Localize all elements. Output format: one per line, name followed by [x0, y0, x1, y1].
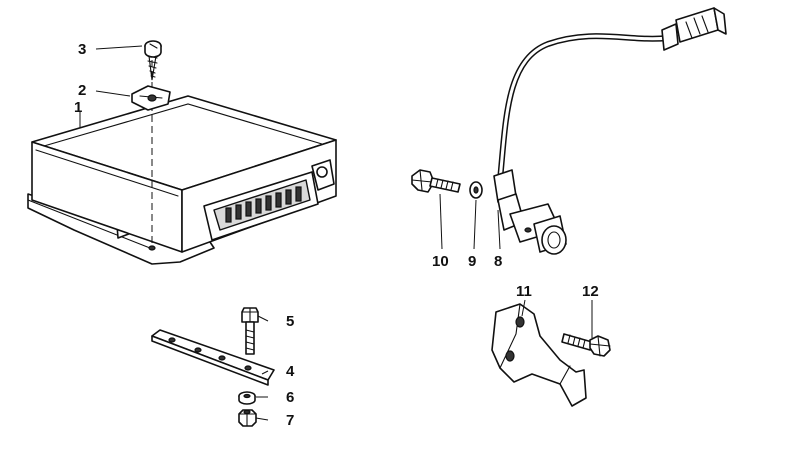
hex-bolt-strap[interactable]: [241, 307, 259, 355]
callout-9: 9: [468, 253, 476, 270]
callout-6: 6: [286, 389, 294, 406]
callout-4: 4: [286, 363, 295, 380]
callout-1: 1: [74, 99, 82, 116]
hex-bolt-sensor[interactable]: [411, 169, 461, 193]
mounting-clip[interactable]: [131, 85, 171, 111]
hex-nut-strap[interactable]: [238, 409, 257, 427]
callout-5: 5: [286, 313, 294, 330]
callout-8: 8: [494, 253, 502, 270]
connector-pins: [225, 186, 302, 223]
callout-2: 2: [78, 82, 86, 99]
mounting-strap[interactable]: [151, 329, 275, 386]
leader-lines: [79, 45, 593, 421]
callout-7: 7: [286, 412, 294, 429]
washer-sensor[interactable]: [469, 181, 483, 199]
control-unit[interactable]: [27, 60, 337, 265]
sensor-bracket[interactable]: [491, 303, 587, 407]
callout-3: 3: [78, 41, 86, 58]
sensor-with-cable[interactable]: [493, 7, 727, 255]
washer-strap[interactable]: [238, 391, 256, 405]
callout-11: 11: [516, 283, 532, 300]
hex-bolt-bracket[interactable]: [561, 333, 611, 357]
callout-10: 10: [432, 253, 449, 270]
callout-12: 12: [582, 283, 599, 300]
callout-labels: 3 2 1 5 4 6 7 10 9 8 11 12: [74, 41, 599, 429]
screw-top[interactable]: [144, 40, 162, 81]
